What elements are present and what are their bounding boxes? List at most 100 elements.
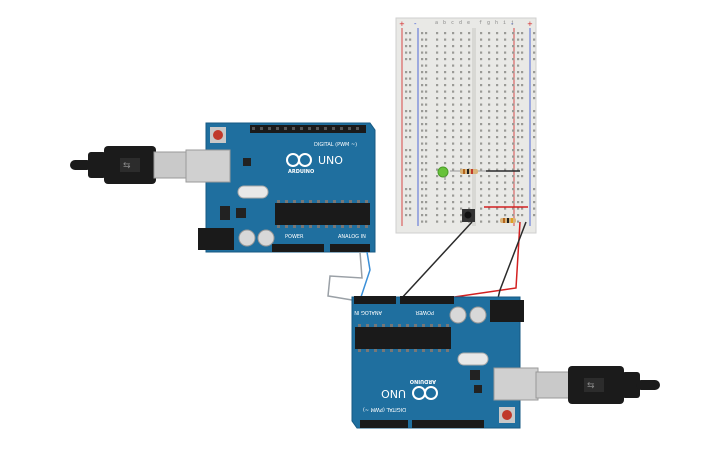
breadboard-hole[interactable] [452,123,455,126]
breadboard-hole[interactable] [480,142,483,145]
breadboard-hole[interactable] [425,220,428,223]
breadboard-hole[interactable] [452,116,455,119]
breadboard-hole[interactable] [512,58,515,61]
breadboard-hole[interactable] [488,110,491,113]
breadboard-hole[interactable] [409,45,412,48]
breadboard-hole[interactable] [421,149,424,152]
breadboard-hole[interactable] [517,214,520,217]
breadboard-hole[interactable] [468,129,471,132]
breadboard-hole[interactable] [452,38,455,41]
breadboard-hole[interactable] [504,175,507,178]
breadboard-hole[interactable] [517,155,520,158]
breadboard-hole[interactable] [488,123,491,126]
breadboard-hole[interactable] [421,97,424,100]
breadboard-hole[interactable] [444,64,447,67]
breadboard-hole[interactable] [444,136,447,139]
breadboard-hole[interactable] [452,129,455,132]
breadboard-hole[interactable] [521,207,524,210]
breadboard-hole[interactable] [517,136,520,139]
breadboard-hole[interactable] [488,181,491,184]
breadboard-hole[interactable] [468,175,471,178]
breadboard-hole[interactable] [468,58,471,61]
breadboard-hole[interactable] [512,188,515,191]
breadboard-hole[interactable] [517,90,520,93]
breadboard-hole[interactable] [436,142,439,145]
breadboard-hole[interactable] [512,32,515,35]
breadboard-hole[interactable] [517,201,520,204]
breadboard-hole[interactable] [521,84,524,87]
breadboard-hole[interactable] [425,71,428,74]
breadboard-hole[interactable] [521,201,524,204]
breadboard-hole[interactable] [405,110,408,113]
breadboard-hole[interactable] [421,129,424,132]
breadboard-hole[interactable] [421,181,424,184]
breadboard-hole[interactable] [460,201,463,204]
breadboard-hole[interactable] [488,207,491,210]
breadboard-hole[interactable] [452,32,455,35]
breadboard-hole[interactable] [409,123,412,126]
breadboard-hole[interactable] [405,45,408,48]
breadboard-hole[interactable] [504,45,507,48]
breadboard-hole[interactable] [409,97,412,100]
breadboard-hole[interactable] [452,103,455,106]
breadboard-hole[interactable] [504,116,507,119]
breadboard-hole[interactable] [521,90,524,93]
breadboard-hole[interactable] [504,123,507,126]
breadboard-hole[interactable] [436,188,439,191]
breadboard-hole[interactable] [468,142,471,145]
breadboard-hole[interactable] [468,71,471,74]
breadboard[interactable]: + - - + a b c d e f g h i j [395,17,537,234]
breadboard-hole[interactable] [488,97,491,100]
breadboard-hole[interactable] [488,194,491,197]
breadboard-hole[interactable] [436,32,439,35]
breadboard-hole[interactable] [405,38,408,41]
breadboard-hole[interactable] [504,155,507,158]
breadboard-hole[interactable] [436,71,439,74]
breadboard-hole[interactable] [444,207,447,210]
breadboard-hole[interactable] [517,181,520,184]
breadboard-hole[interactable] [452,142,455,145]
breadboard-hole[interactable] [512,181,515,184]
breadboard-hole[interactable] [460,64,463,67]
breadboard-hole[interactable] [425,188,428,191]
breadboard-hole[interactable] [533,84,536,87]
breadboard-hole[interactable] [488,162,491,165]
breadboard-hole[interactable] [517,207,520,210]
breadboard-hole[interactable] [480,84,483,87]
breadboard-hole[interactable] [488,201,491,204]
usb-cable-top[interactable]: ⇆ [70,146,189,184]
breadboard-hole[interactable] [444,142,447,145]
breadboard-hole[interactable] [425,45,428,48]
breadboard-hole[interactable] [452,181,455,184]
breadboard-hole[interactable] [517,194,520,197]
breadboard-hole[interactable] [409,188,412,191]
breadboard-hole[interactable] [460,32,463,35]
breadboard-hole[interactable] [517,103,520,106]
breadboard-hole[interactable] [533,71,536,74]
breadboard-hole[interactable] [425,51,428,54]
breadboard-hole[interactable] [512,175,515,178]
breadboard-hole[interactable] [409,116,412,119]
breadboard-hole[interactable] [460,110,463,113]
breadboard-hole[interactable] [468,97,471,100]
breadboard-hole[interactable] [436,58,439,61]
breadboard-hole[interactable] [480,90,483,93]
breadboard-hole[interactable] [517,32,520,35]
breadboard-hole[interactable] [425,32,428,35]
breadboard-hole[interactable] [405,32,408,35]
breadboard-hole[interactable] [504,149,507,152]
breadboard-hole[interactable] [504,142,507,145]
breadboard-hole[interactable] [517,110,520,113]
breadboard-hole[interactable] [480,116,483,119]
breadboard-hole[interactable] [488,38,491,41]
breadboard-hole[interactable] [488,90,491,93]
breadboard-hole[interactable] [468,136,471,139]
resistor-bottom[interactable] [500,218,516,223]
breadboard-hole[interactable] [517,175,520,178]
breadboard-hole[interactable] [533,214,536,217]
breadboard-hole[interactable] [452,45,455,48]
breadboard-hole[interactable] [496,90,499,93]
breadboard-hole[interactable] [421,51,424,54]
breadboard-hole[interactable] [405,129,408,132]
